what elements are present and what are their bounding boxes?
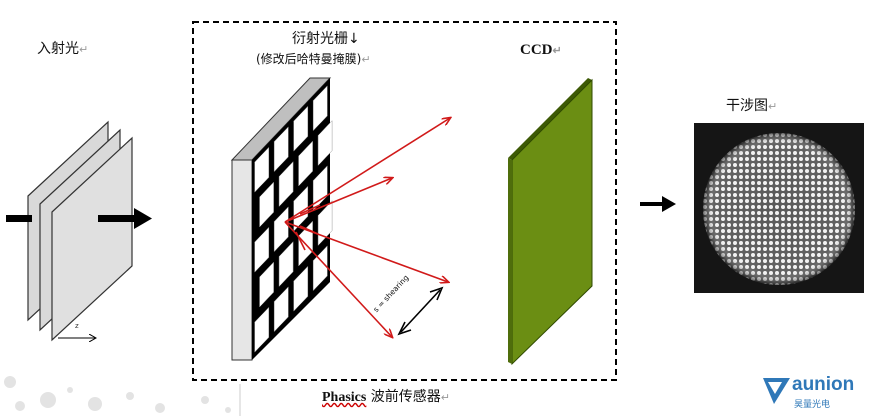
interferogram-label: 干涉图↵ [726, 98, 778, 114]
grating-hole [273, 206, 289, 253]
shearing-arrow [397, 286, 444, 336]
grating-hole [317, 200, 333, 247]
aunion-logo-text: aunion [792, 374, 855, 395]
grating-hole [273, 286, 289, 333]
grating-title: 衍射光栅↓ [292, 31, 360, 47]
grating-holes [254, 85, 333, 353]
grating-hole [293, 185, 309, 232]
interferogram-image [694, 123, 864, 293]
grating-hole [254, 306, 270, 353]
ccd-sensor [508, 78, 593, 366]
incident-arrow [98, 208, 152, 229]
grating-hole [273, 126, 289, 173]
decorative-bubbles [4, 376, 231, 413]
wavefront-sensor-box [192, 21, 617, 381]
grating-subtitle: (修改后哈特曼掩膜)↵ [256, 52, 371, 66]
grating-hole [317, 120, 333, 167]
sensor-label: Phasics 波前传感器↵ [322, 389, 451, 405]
grating-hole [312, 85, 328, 132]
aunion-logo-icon [763, 378, 790, 404]
diffraction-grating [230, 77, 333, 361]
aunion-logo-subtitle: 昊量光电 [794, 400, 831, 410]
grating-hole [278, 241, 294, 288]
incident-light-label: 入射光↵ [37, 41, 89, 57]
output-arrow [640, 196, 676, 212]
grating-hole [293, 105, 309, 152]
z-axis-label: z [75, 322, 79, 330]
incident-wavefront-plates [27, 120, 133, 342]
grating-hole [254, 146, 270, 193]
diffraction-rays [284, 118, 450, 337]
grating-hole [259, 261, 274, 308]
ccd-label: CCD↵ [520, 42, 562, 58]
incident-beam-stub [6, 215, 32, 222]
grating-hole [298, 140, 313, 187]
grating-hole [259, 181, 274, 228]
grating-hole [254, 226, 270, 273]
grating-hole [293, 265, 309, 312]
grating-hole [278, 161, 294, 208]
